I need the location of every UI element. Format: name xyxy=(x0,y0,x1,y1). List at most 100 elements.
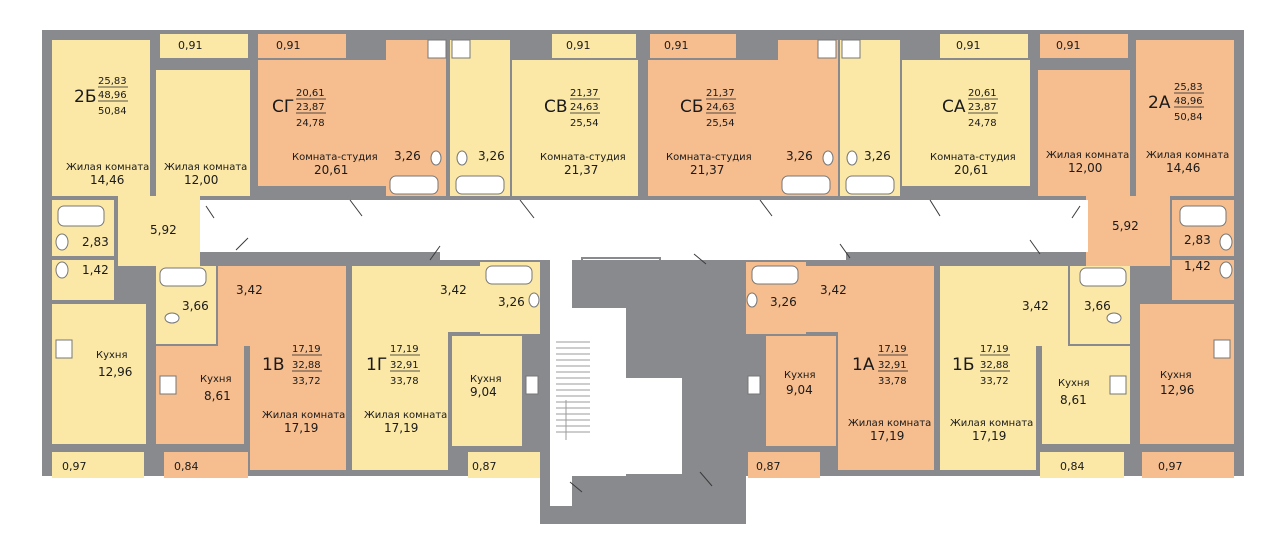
room-area: 17,19 xyxy=(384,421,418,435)
apartment-area-living: 25,83 xyxy=(98,76,127,87)
room-1g-hall xyxy=(420,266,480,332)
room-area: 20,61 xyxy=(314,163,348,177)
stove-icon xyxy=(55,339,73,359)
apartment-area-living: 20,61 xyxy=(968,88,997,99)
apartment-area-total: 24,63 xyxy=(570,102,599,113)
room-2a-bedroom-right xyxy=(1136,40,1234,196)
room-area: 14,46 xyxy=(90,173,124,187)
room-area: 12,96 xyxy=(98,365,132,379)
room-1a-kitchen xyxy=(766,336,836,446)
balcony-sa-top xyxy=(940,34,1028,58)
room-name: Кухня xyxy=(1160,370,1192,381)
room-2b-bedroom-right xyxy=(156,70,250,196)
room-area: 8,61 xyxy=(204,389,231,403)
room-sv-bath xyxy=(450,40,510,196)
balcony-area-label: 0,91 xyxy=(276,39,301,52)
bathtub-icon xyxy=(485,265,533,285)
room-name: Кухня xyxy=(200,374,232,385)
bath-area: 3,26 xyxy=(864,149,891,163)
hall-area: 3,42 xyxy=(1022,299,1049,313)
toilet-icon xyxy=(822,150,834,166)
room-1b-hall xyxy=(1010,266,1068,346)
apartment-area-total: 32,91 xyxy=(878,360,907,371)
apartment-area-total: 32,91 xyxy=(390,360,419,371)
room-area: 9,04 xyxy=(470,385,497,399)
room-area: 12,00 xyxy=(184,173,218,187)
kitchen-stoves xyxy=(55,39,1231,395)
stove-icon xyxy=(159,375,177,395)
room-2b-bedroom-left xyxy=(52,40,150,196)
toilet-icon xyxy=(746,292,758,308)
apartment-area-with-balcony: 33,78 xyxy=(878,376,907,387)
stove-icon xyxy=(1109,375,1127,395)
balcony-1a-bottom xyxy=(748,452,820,478)
bath-area: 3,26 xyxy=(478,149,505,163)
stove-icon xyxy=(747,375,761,395)
wc-area: 1,42 xyxy=(1184,259,1211,273)
apartment-area-total: 32,88 xyxy=(980,360,1009,371)
apartment-id: 2Б xyxy=(74,87,96,107)
apartment-area-total: 48,96 xyxy=(98,90,127,101)
room-name: Комната-студия xyxy=(666,152,752,163)
toilet-icon xyxy=(528,292,540,308)
bath-area: 3,26 xyxy=(786,149,813,163)
room-area: 12,96 xyxy=(1160,383,1194,397)
apartment-area-with-balcony: 50,84 xyxy=(98,106,127,117)
apartment-id: 2А xyxy=(1148,93,1171,113)
stove-icon xyxy=(451,39,471,59)
balcony-1g-bottom xyxy=(468,452,540,478)
hall-area: 3,42 xyxy=(820,283,847,297)
apartment-area-with-balcony: 50,84 xyxy=(1174,112,1203,123)
room-2b-hall xyxy=(118,196,200,266)
bathtub-icon xyxy=(751,265,799,285)
room-area: 17,19 xyxy=(870,429,904,443)
toilets xyxy=(55,150,1233,324)
room-1g-kitchen xyxy=(452,336,522,446)
room-2a-bedroom-left xyxy=(1038,70,1130,196)
room-2a-kitchen xyxy=(1140,304,1234,444)
apartment-area-with-balcony: 25,54 xyxy=(706,118,735,129)
bathtub-icon xyxy=(455,175,505,195)
room-area: 21,37 xyxy=(690,163,724,177)
balcony-2a-top xyxy=(1040,34,1128,58)
room-name: Жилая комната xyxy=(66,162,149,173)
room-1b-kitchen xyxy=(1042,346,1130,444)
elevator-shaft-1 xyxy=(581,257,661,303)
stair-lobby xyxy=(596,378,682,474)
room-name: Комната-студия xyxy=(292,152,378,163)
apartment-area-with-balcony: 24,78 xyxy=(968,118,997,129)
bath-area: 3,26 xyxy=(394,149,421,163)
room-area: 9,04 xyxy=(786,383,813,397)
apartment-area-with-balcony: 25,54 xyxy=(570,118,599,129)
balcony-area-label: 0,87 xyxy=(756,460,781,473)
room-name: Комната-студия xyxy=(540,152,626,163)
toilet-icon xyxy=(1219,233,1233,251)
balcony-area-label: 0,84 xyxy=(1060,460,1085,473)
room-2a-hall xyxy=(1086,196,1170,266)
room-1a-living xyxy=(838,266,934,470)
balcony-area-label: 0,91 xyxy=(566,39,591,52)
stove-icon xyxy=(841,39,861,59)
balcony-area-label: 0,91 xyxy=(664,39,689,52)
balcony-area-label: 0,91 xyxy=(1056,39,1081,52)
stair-steps xyxy=(556,341,590,440)
toilet-icon xyxy=(1106,312,1122,324)
toilet-icon xyxy=(456,150,468,166)
bathtubs xyxy=(57,175,1227,287)
toilet-icon xyxy=(55,261,69,279)
apartment-area-living: 17,19 xyxy=(292,344,321,355)
balcony-2a-bottom xyxy=(1142,452,1234,478)
apartment-id: 1А xyxy=(852,355,875,375)
room-name: Жилая комната xyxy=(848,418,931,429)
room-2b-kitchen xyxy=(52,304,146,444)
room-name: Жилая комната xyxy=(1146,150,1229,161)
balcony-area-label: 0,97 xyxy=(1158,460,1183,473)
bath-area: 3,26 xyxy=(770,295,797,309)
room-sg-bath xyxy=(386,40,446,196)
balcony-area-label: 0,87 xyxy=(472,460,497,473)
hall-area: 5,92 xyxy=(1112,219,1139,233)
room-name: Комната-студия xyxy=(930,152,1016,163)
room-sv-studio xyxy=(512,60,638,196)
stove-icon xyxy=(525,375,539,395)
corridor-center xyxy=(440,250,846,260)
